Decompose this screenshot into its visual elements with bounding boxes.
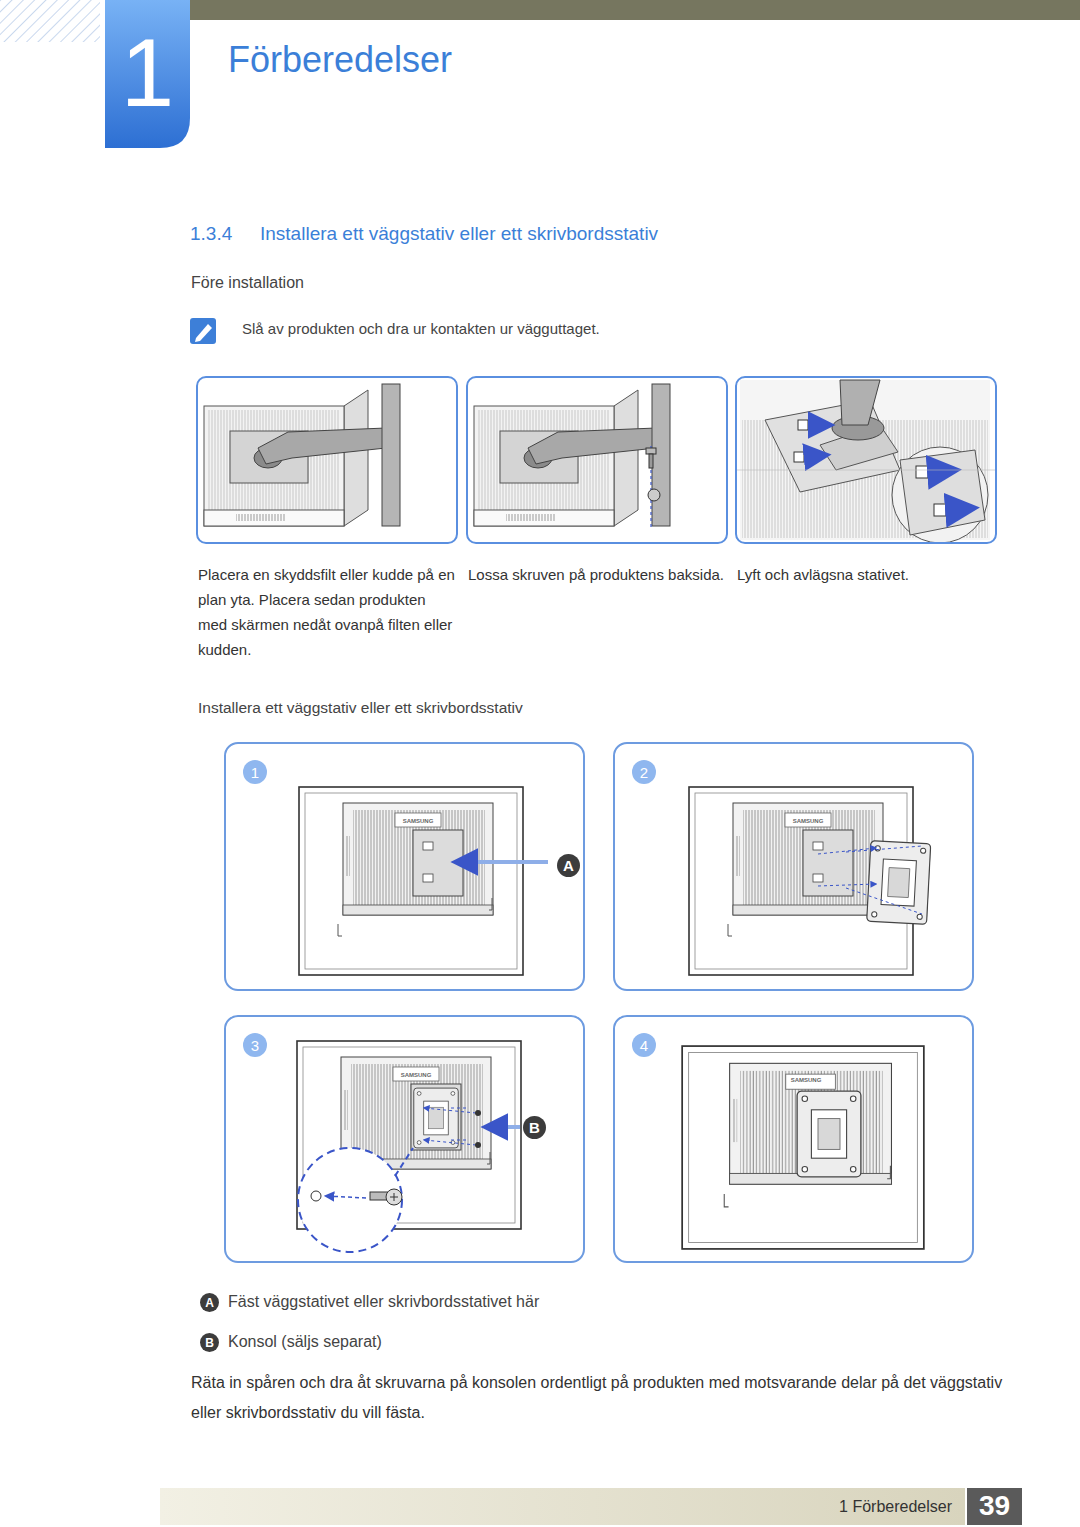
chapter-number: 1	[105, 18, 190, 128]
panel-frame	[196, 376, 458, 544]
legend-letter: A	[200, 1293, 219, 1312]
callout-letter: B	[523, 1116, 546, 1139]
install-panel: 4	[613, 1015, 974, 1263]
chapter-title: Förberedelser	[228, 38, 452, 82]
body-paragraph: Räta in spåren och dra åt skruvarna på k…	[191, 1368, 1006, 1428]
legend-letter: B	[200, 1333, 219, 1352]
install-panel: 2	[613, 742, 974, 991]
legend-text: Konsol (säljs separat)	[228, 1331, 382, 1353]
step-number: 2	[632, 760, 656, 784]
step-number: 3	[243, 1033, 267, 1057]
step-number: 4	[632, 1033, 656, 1057]
step-number: 1	[243, 760, 267, 784]
callout-letter: A	[557, 854, 580, 877]
install-panel: 1	[224, 742, 585, 991]
subheading: Före installation	[191, 273, 304, 293]
legend-text: Fäst väggstativet eller skrivbordsstativ…	[228, 1291, 539, 1313]
footer-chapter: 1 Förberedelser	[690, 1496, 952, 1518]
page-number: 39	[967, 1487, 1022, 1525]
logo-text: SAMSUNG	[788, 817, 828, 825]
step-caption: Lossa skruven på produktens baksida.	[468, 562, 726, 587]
logo-text: SAMSUNG	[396, 1071, 436, 1079]
section-heading: Installera ett väggstativ eller ett skri…	[260, 222, 658, 246]
panel-frame	[735, 376, 997, 544]
subheading: Installera ett väggstativ eller ett skri…	[198, 698, 523, 718]
step-caption: Lyft och avlägsna stativet.	[737, 562, 995, 587]
step-panel: Lyft och avlägsna stativet.	[735, 376, 997, 591]
logo-text: SAMSUNG	[398, 817, 438, 825]
step-panel: Placera en skyddsfilt eller kudde på en …	[196, 376, 458, 666]
panel-frame	[466, 376, 728, 544]
logo-text: SAMSUNG	[786, 1076, 826, 1084]
step-panel: Lossa skruven på produktens baksida.	[466, 376, 728, 591]
note-text: Slå av produkten och dra ur kontakten ur…	[242, 320, 600, 338]
section-number: 1.3.4	[190, 222, 232, 246]
step-caption: Placera en skyddsfilt eller kudde på en …	[198, 562, 456, 662]
install-panel: 3	[224, 1015, 585, 1263]
